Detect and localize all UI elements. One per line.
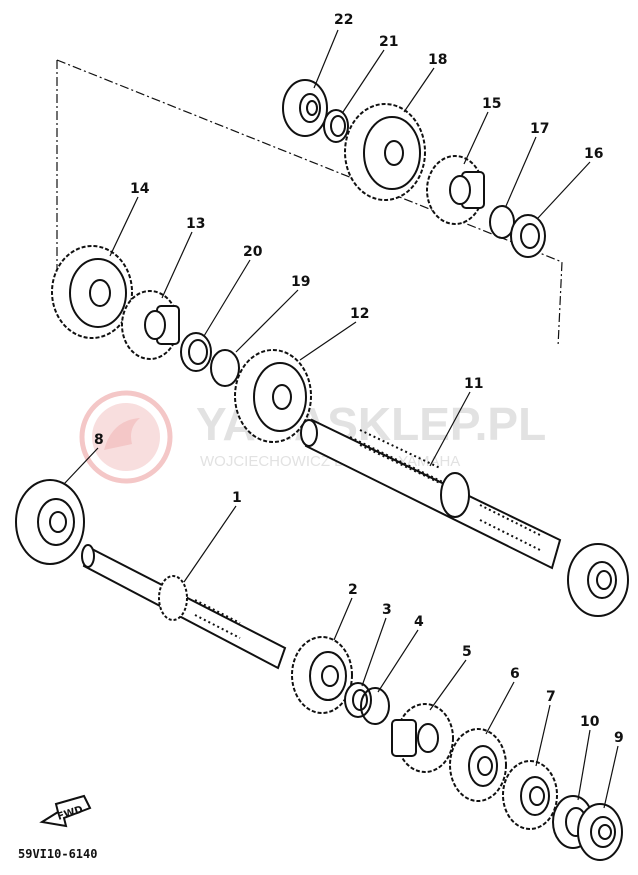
callout-4: 4 <box>414 614 424 630</box>
callout-2: 2 <box>348 582 358 598</box>
part-4-circlip <box>360 687 390 725</box>
callout-labels: 22 21 18 15 17 16 14 13 20 19 12 11 8 1 … <box>94 12 624 746</box>
callout-20: 20 <box>243 244 263 260</box>
part-16-washer <box>510 214 546 258</box>
part-13-gear <box>121 290 180 360</box>
part-1-main-axle <box>81 544 287 670</box>
callout-16: 16 <box>584 146 603 162</box>
callout-17: 17 <box>530 121 549 137</box>
callout-14: 14 <box>130 181 150 197</box>
part-21-washer <box>323 109 349 143</box>
part-19-circlip <box>210 349 240 387</box>
callout-19: 19 <box>291 274 310 290</box>
part-3-washer <box>344 682 372 718</box>
subassembly-boundary <box>56 59 563 348</box>
callout-9: 9 <box>614 730 624 746</box>
callout-5: 5 <box>462 644 472 660</box>
part-15-gear <box>426 155 485 225</box>
drive-axle-bearing <box>567 543 629 617</box>
callout-11: 11 <box>464 376 483 392</box>
callout-15: 15 <box>482 96 501 112</box>
part-6-gear <box>449 728 507 802</box>
callout-7: 7 <box>546 689 556 705</box>
callout-6: 6 <box>510 666 520 682</box>
callout-21: 21 <box>379 34 398 50</box>
part-22-bearing <box>282 79 328 137</box>
fwd-arrow: FWD <box>39 794 92 828</box>
callout-13: 13 <box>186 216 205 232</box>
callout-8: 8 <box>94 432 104 448</box>
watermark-logo <box>79 390 173 484</box>
callout-18: 18 <box>428 52 447 68</box>
leader-lines <box>63 29 619 809</box>
part-2-gear <box>291 636 353 714</box>
callout-3: 3 <box>382 602 392 618</box>
part-9-bearing <box>577 803 623 861</box>
diagram-code: 59VI10-6140 <box>18 847 97 861</box>
part-5-gear <box>391 703 454 773</box>
part-14-gear <box>51 245 133 339</box>
callout-22: 22 <box>334 12 353 28</box>
callout-12: 12 <box>350 306 369 322</box>
part-8-bearing <box>15 479 85 565</box>
part-18-gear <box>344 103 426 201</box>
part-11-drive-axle <box>300 418 562 570</box>
part-17-circlip <box>489 205 515 239</box>
part-20-washer <box>180 332 212 372</box>
part-7-gear <box>502 760 558 830</box>
callout-1: 1 <box>232 490 242 506</box>
part-12-gear <box>234 349 312 443</box>
callout-10: 10 <box>580 714 600 730</box>
